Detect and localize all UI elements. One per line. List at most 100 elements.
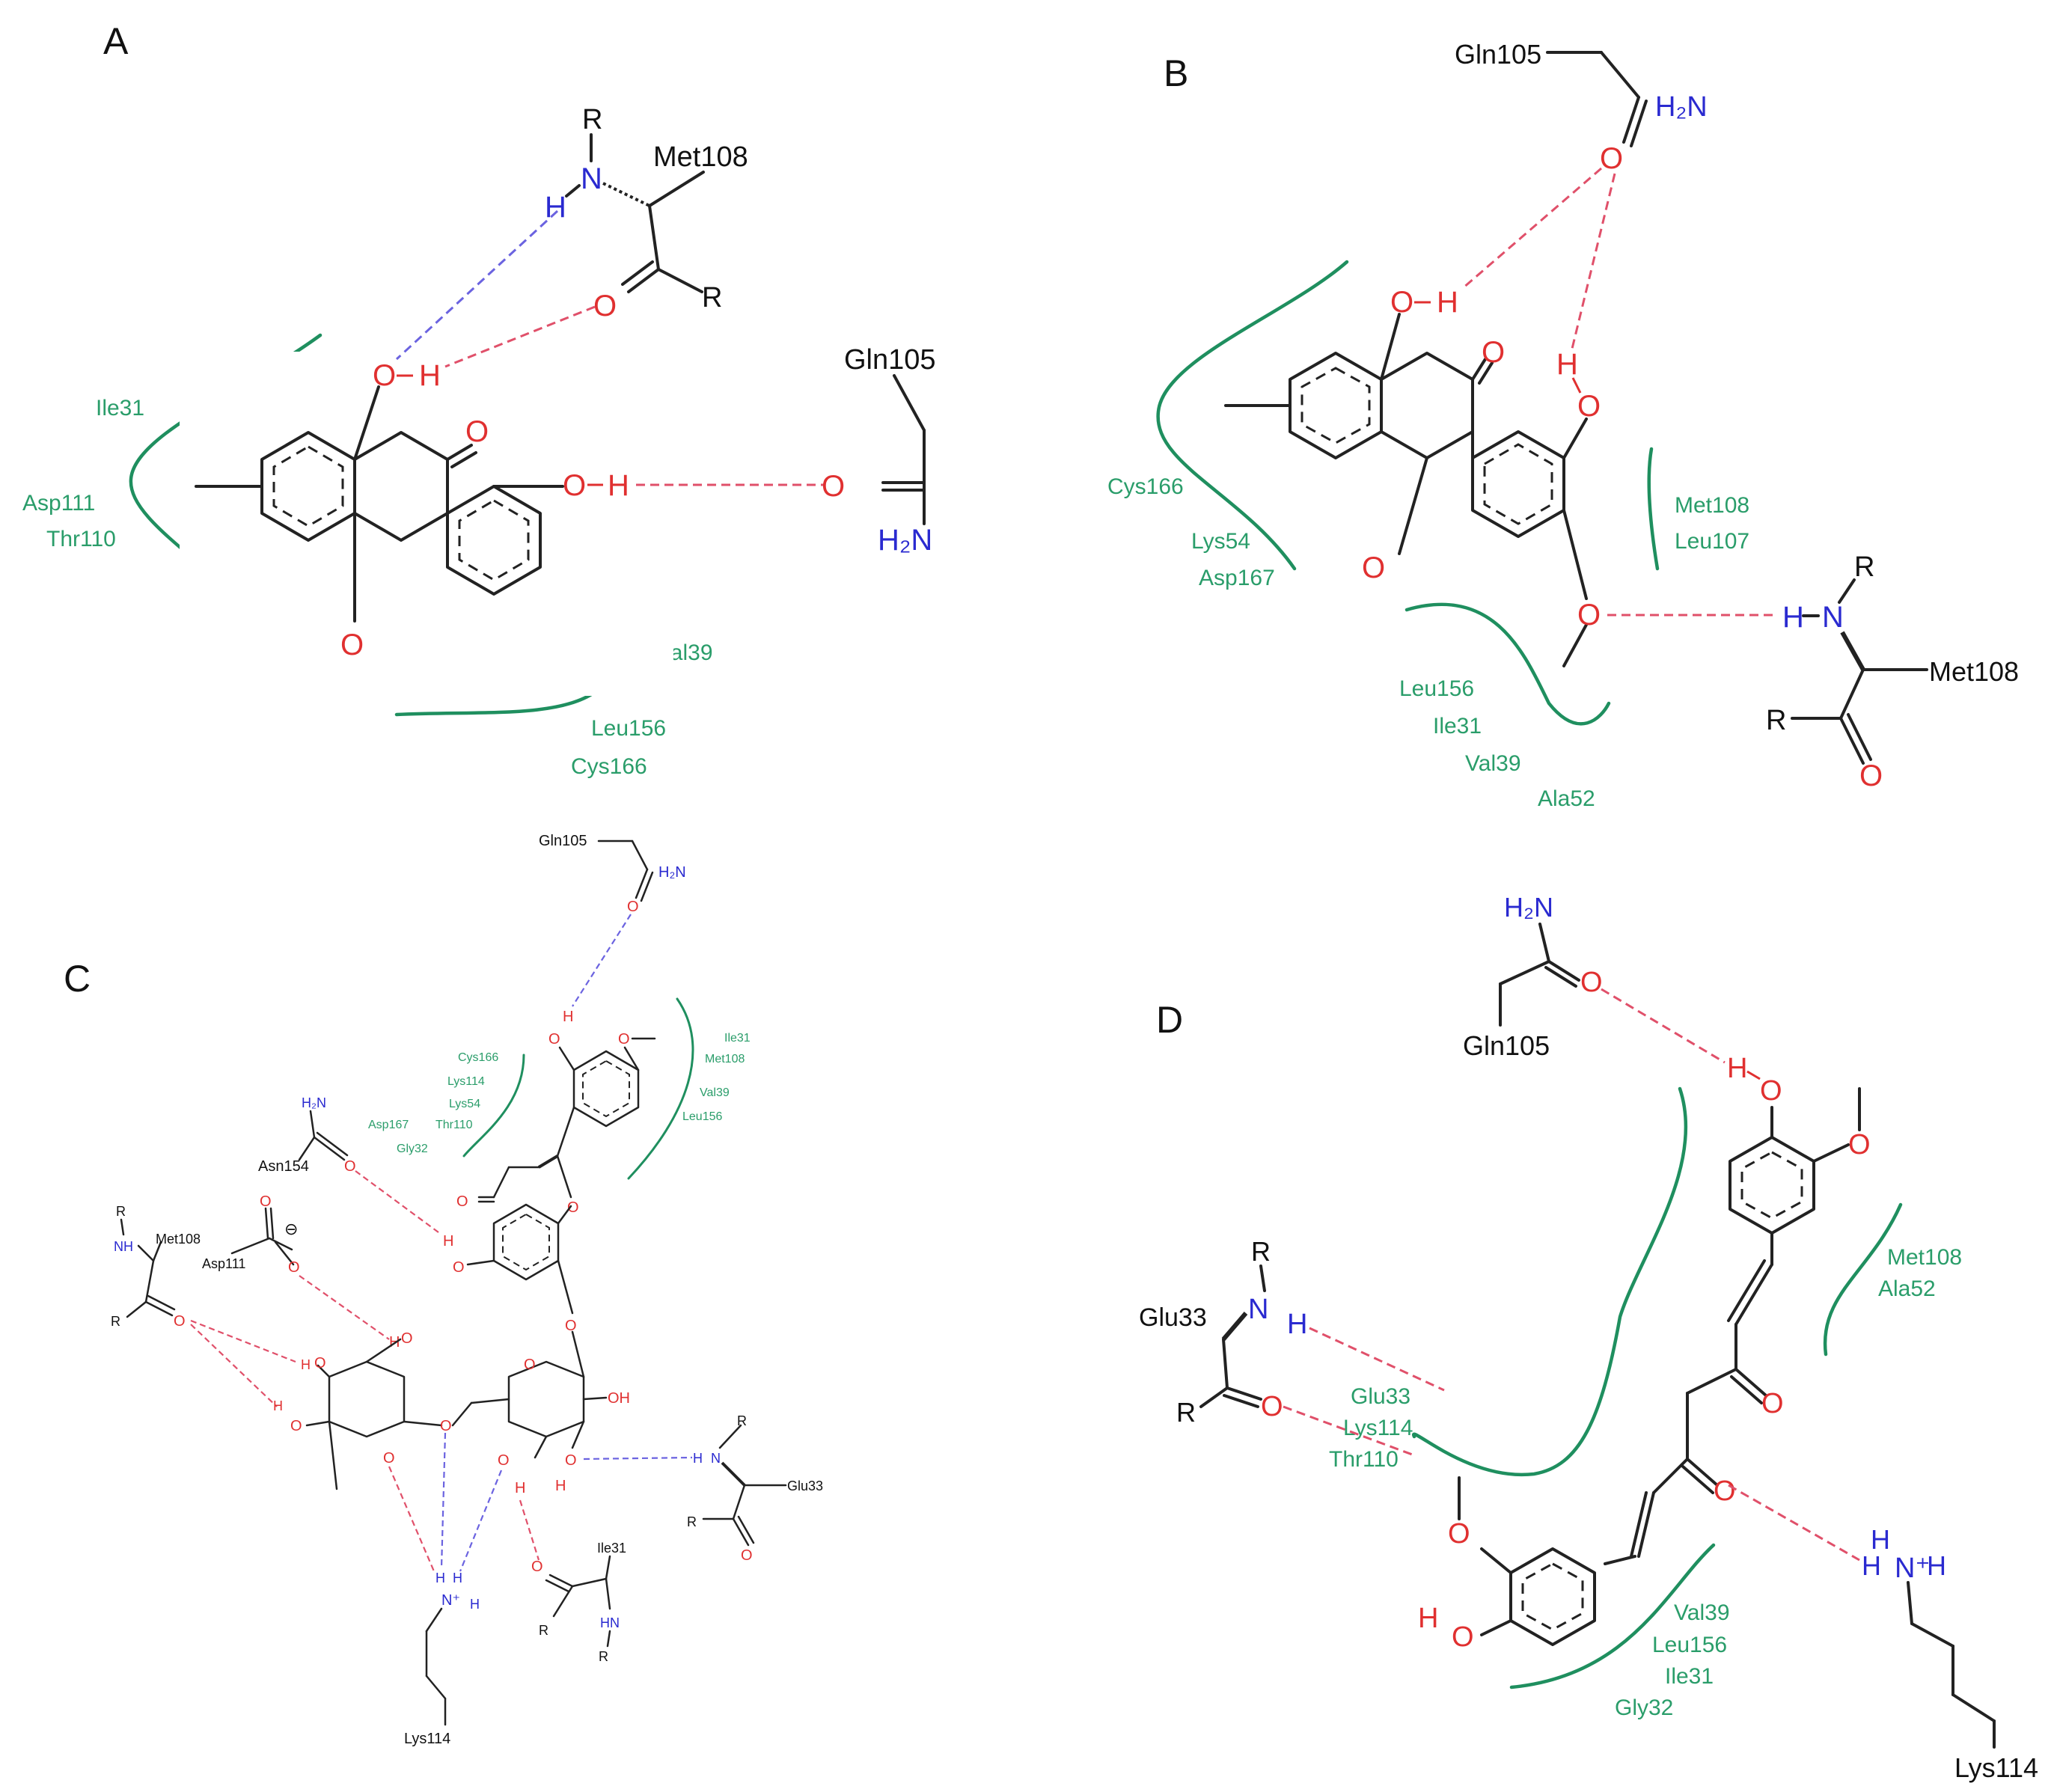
panel-a-atoms: O H O O O H R N H Met108 R O Gln105 O (340, 104, 936, 661)
atom-h2n-c1: H₂N (658, 864, 686, 881)
atom-h-b1: H (1437, 286, 1458, 319)
atom-o-a2: O (465, 415, 489, 448)
atom-o-c2: O (548, 1031, 560, 1048)
panel-d: D Glu33 Lys114 Thr110 Met108 Ala52 Val39… (1139, 892, 2038, 1783)
r-c-4: R (687, 1514, 697, 1529)
res-b-met108: Met108 (1675, 493, 1749, 518)
res-c-lys114: Lys114 (404, 1731, 450, 1747)
pocket-left-d (1411, 1086, 1688, 1477)
r-b-2: R (1766, 705, 1786, 736)
atom-h-d4: H (1871, 1524, 1890, 1555)
pocket-right-c (627, 997, 694, 1180)
atom-h-c1: H (563, 1009, 573, 1025)
r-a-met-r2: R (702, 282, 722, 314)
pocket-bottom-b (1405, 602, 1611, 726)
atom-o-b5: O (1577, 599, 1601, 632)
pocket-left-b (1156, 260, 1349, 571)
atom-h-a2: H (608, 469, 629, 502)
atom-o-c10: O (260, 1193, 272, 1210)
res-c-met108: Met108 (705, 1053, 745, 1065)
res-d-gln105: Gln105 (1463, 1030, 1550, 1061)
res-d-ile31: Ile31 (1665, 1664, 1714, 1689)
atom-o-b1: O (1390, 286, 1413, 319)
panel-b: B Cys166 Lys54 Asp167 Met108 Leu107 Leu1… (1107, 39, 2019, 811)
res-c-lys54: Lys54 (449, 1098, 480, 1110)
panel-a-title: A (103, 20, 129, 62)
atom-nplus-d: N⁺ (1895, 1553, 1931, 1584)
atom-h-d2: H (1418, 1603, 1438, 1634)
atom-nh-c: NH (114, 1239, 133, 1254)
res-d-val39: Val39 (1674, 1600, 1730, 1625)
panel-c-label: C (64, 958, 91, 1000)
atom-h2n-b: H₂N (1655, 91, 1708, 123)
atom-o-a3: O (340, 629, 364, 661)
res-a-met108: Met108 (653, 141, 748, 173)
pocket-right-d (1823, 1202, 1903, 1357)
res-c-gly32: Gly32 (397, 1143, 428, 1155)
atom-n-d1: N (1248, 1294, 1268, 1325)
res-a-cys166: Cys166 (571, 754, 647, 779)
atom-h-a1: H (419, 359, 441, 392)
res-b-cys166: Cys166 (1107, 474, 1184, 499)
atom-o-c14: O (401, 1330, 413, 1347)
res-d-gly32: Gly32 (1615, 1695, 1673, 1720)
res-a-leu156: Leu156 (591, 716, 666, 741)
atom-h-c5: H (273, 1398, 283, 1413)
res-b-met108-chain: Met108 (1929, 656, 2019, 687)
res-d-ala52: Ala52 (1878, 1276, 1936, 1301)
atom-o-c15: O (383, 1450, 395, 1467)
res-c-ile31: Ile31 (597, 1541, 626, 1556)
atom-hn-c: HN (600, 1615, 620, 1630)
atom-o-c16: O (440, 1418, 452, 1434)
pocket-right-b (1647, 447, 1660, 571)
res-b-asp167: Asp167 (1199, 566, 1275, 590)
atom-o-d3: O (1848, 1129, 1871, 1160)
atom-o-d5: O (1714, 1476, 1736, 1507)
atom-h2n-c2: H₂N (302, 1095, 326, 1110)
atom-h-d5: H (1862, 1550, 1881, 1581)
atom-h-c2: H (443, 1233, 453, 1250)
pocket-left-c (462, 1054, 525, 1158)
r-c-5: R (539, 1623, 548, 1638)
pocket-bottom-d (1509, 1543, 1716, 1689)
atom-o-c20: O (741, 1547, 753, 1564)
atom-o-b7: O (1859, 759, 1883, 792)
atom-h-c7: H (515, 1480, 525, 1496)
atom-o-a4: O (563, 469, 586, 502)
res-c-val39: Val39 (700, 1086, 730, 1099)
atom-h2n-d: H₂N (1504, 892, 1553, 923)
res-c-asp111: Asp111 (202, 1256, 245, 1271)
res-d-glu33: Glu33 (1139, 1303, 1207, 1332)
atom-o-c4: O (567, 1199, 579, 1216)
atom-o-c7: O (565, 1318, 577, 1334)
res-a-gln105: Gln105 (844, 344, 936, 376)
atom-oh-c: OH (608, 1390, 630, 1407)
res-b-leu156: Leu156 (1399, 676, 1474, 701)
res-d-thr110: Thr110 (1329, 1447, 1399, 1472)
r-c-2: R (111, 1314, 120, 1329)
res-a-asp111: Asp111 (22, 491, 95, 516)
atom-h-d3: H (1287, 1309, 1307, 1340)
atom-o-b2: O (1482, 336, 1505, 369)
atom-o-b6: O (1600, 142, 1623, 175)
atom-o-b3: O (1362, 551, 1385, 584)
atom-o-a6: O (822, 470, 845, 503)
atom-h-c4: H (301, 1357, 311, 1372)
res-c-asp167: Asp167 (368, 1119, 409, 1131)
res-c-cys166: Cys166 (458, 1051, 498, 1064)
atom-h-d6: H (1927, 1550, 1946, 1581)
res-c-asn154: Asn154 (258, 1158, 309, 1175)
atom-o-c18: O (565, 1452, 577, 1469)
atom-o-c17: O (524, 1357, 536, 1373)
minus-sign: ⊖ (284, 1220, 298, 1238)
res-b-leu107: Leu107 (1675, 529, 1749, 554)
atom-o-d1: O (1580, 967, 1603, 998)
res-a-ile31: Ile31 (96, 396, 144, 421)
res-d-glu33: Glu33 (1351, 1384, 1410, 1409)
panel-b-label: B (1164, 52, 1188, 94)
atom-h-c11: H (470, 1597, 480, 1612)
res-b-ile31: Ile31 (1433, 714, 1482, 738)
atom-o-b4: O (1577, 390, 1601, 423)
atom-o-c5: O (456, 1193, 468, 1210)
